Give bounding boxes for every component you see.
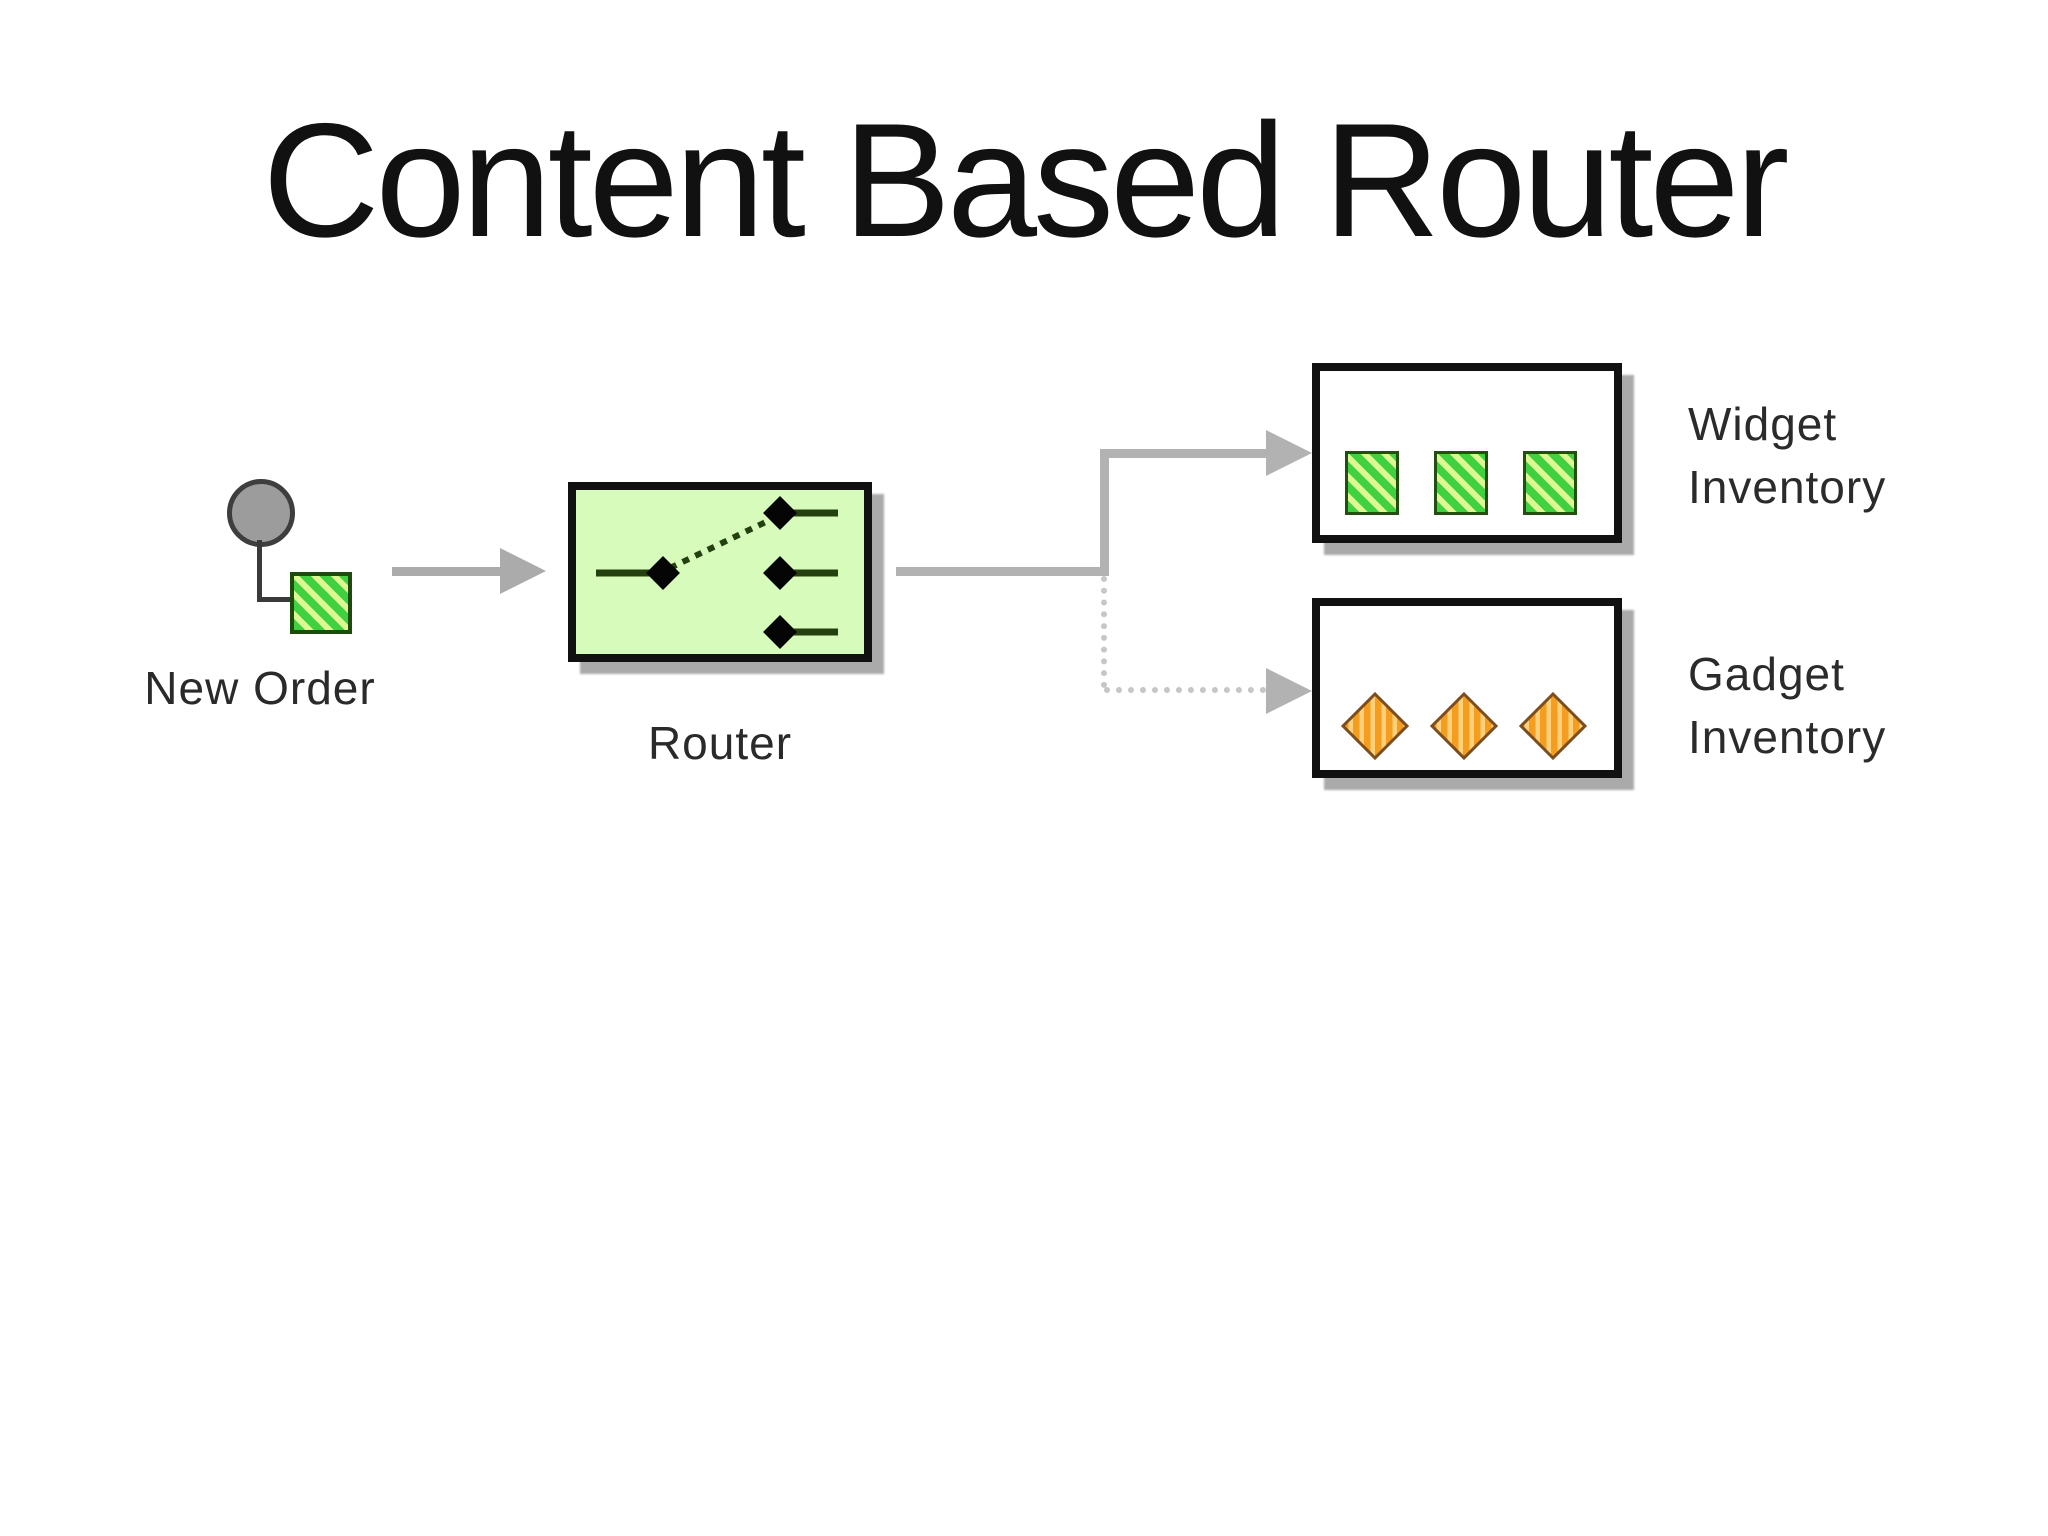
gadget-item-icon [1340,691,1410,761]
widget-branch-line [1100,449,1109,576]
page-title: Content Based Router [262,90,1790,271]
gadget-inventory-box [1312,598,1622,778]
router-box [568,482,872,662]
router-output-line [896,567,1108,576]
widget-arrow-icon [1266,430,1312,476]
widget-item-icon [1434,451,1488,515]
gadget-branch-dotted-line [1104,687,1266,693]
widget-item-icon [1523,451,1577,515]
widget-branch-line [1100,449,1270,458]
router-label: Router [647,717,793,769]
gadget-item-icon [1518,691,1588,761]
gadget-branch-dotted-line [1101,576,1107,688]
router-switch-icon [596,496,838,649]
gadget-inventory-label: Gadget Inventory [1688,648,1887,764]
widget-item-icon [1345,451,1399,515]
gadget-arrow-icon [1266,668,1312,714]
gadget-items [1340,691,1588,761]
widget-inventory-label: Widget Inventory [1688,398,1887,514]
message-connector-line [257,540,262,602]
message-square-icon [290,572,352,634]
message-connector-line [257,597,293,602]
gadget-item-icon [1429,691,1499,761]
message-circle-icon [227,479,295,547]
new-order-label: New Order [144,662,376,714]
input-arrow-line [392,567,502,576]
input-arrow-icon [500,548,546,594]
widget-inventory-box [1312,363,1622,543]
